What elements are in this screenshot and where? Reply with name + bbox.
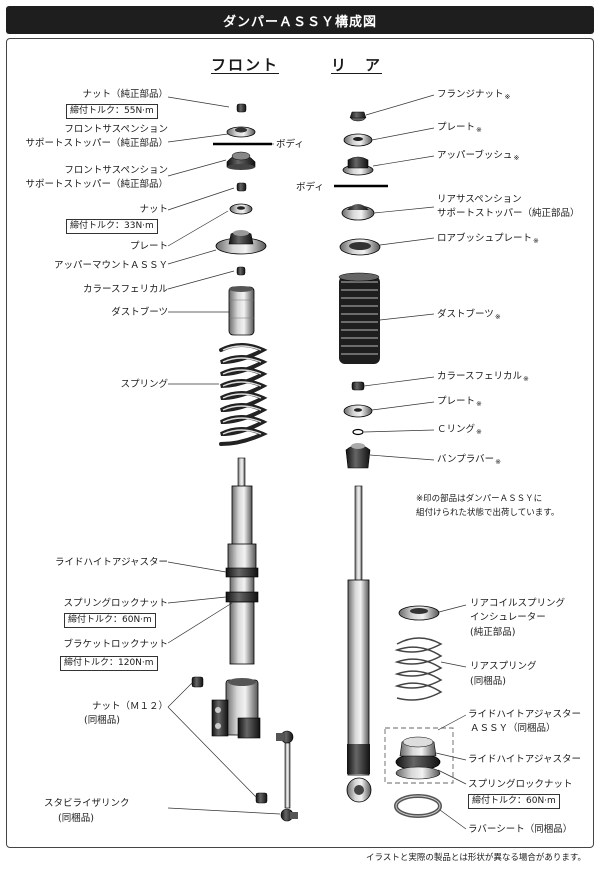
asterisk-mark: ※ [504, 93, 511, 101]
front-stopper-1 [226, 126, 256, 138]
front-spring-lock-torque: 締付トルク：60N·m [64, 613, 156, 628]
asterisk-mark: ※ [495, 458, 501, 466]
rear-ride-height-assy-label-b: ＡＳＳＹ（同梱品） [470, 723, 556, 734]
rear-heading: リ ア [331, 56, 383, 74]
front-spring [219, 343, 268, 446]
front-body-label: ボディ [276, 139, 304, 150]
rear-c-ring [352, 428, 364, 436]
rear-flange-nut [349, 111, 367, 122]
front-stab-link-label-a: スタビライザリンク [44, 798, 130, 809]
rear-collar [351, 381, 365, 391]
rear-note-line-2: 組付けられた状態で出荷しています。 [416, 508, 560, 518]
rear-dust-boot [338, 272, 380, 364]
front-plate [229, 203, 253, 215]
front-nut-top-label: ナット（純正部品） [82, 89, 168, 100]
front-plate-label: プレート [129, 241, 168, 252]
footer-disclaimer: イラストと実際の製品とは形状が異なる場合があります。 [366, 853, 586, 863]
front-damper-body [225, 457, 259, 665]
front-dust-boot-label: ダストブーツ [111, 307, 168, 318]
front-nut-m12-label-a: ナット（Ｍ１２） [91, 701, 168, 712]
title-bar: ダンパーＡＳＳＹ構成図 [6, 6, 594, 34]
rear-lower-bush-plate [339, 238, 381, 256]
front-collar [236, 266, 246, 276]
diagram-frame [6, 38, 594, 848]
rear-support-stopper-label-a: リアサスペンション [437, 194, 522, 205]
front-bracket-lock-label: ブラケットロックナット [63, 639, 168, 650]
rear-upper-bush-label: アッパーブッシュ※ [437, 150, 520, 162]
rear-dust-boot-label: ダストブーツ※ [437, 309, 501, 321]
rear-spring-label-a: リアスプリング [470, 661, 537, 672]
rear-assy-box [384, 727, 454, 784]
front-stopper1-label-b: サポートストッパー（純正部品） [25, 138, 168, 149]
rear-spring-lock-label: スプリングロックナット [468, 779, 573, 790]
front-stopper1-label-a: フロントサスペンション [64, 124, 168, 135]
front-nut-torque: 締付トルク：33N·m [66, 219, 158, 234]
front-stopper2-label-a: フロントサスペンション [64, 165, 168, 176]
front-heading: フロント [211, 56, 280, 74]
front-spring-lock-label: スプリングロックナット [63, 598, 168, 609]
front-ride-height-label: ライドハイトアジャスター [55, 557, 168, 568]
front-upper-mount [215, 230, 267, 255]
asterisk-mark: ※ [476, 400, 482, 408]
front-nut-m12-2 [255, 792, 268, 804]
asterisk-mark: ※ [476, 428, 482, 436]
rear-bump-rubber-label: バンプラバー※ [437, 454, 501, 466]
front-nut-top-torque: 締付トルク：55N·m [66, 104, 158, 119]
rear-collar-label: カラースフェリカル※ [437, 371, 529, 383]
rear-upper-bush [342, 156, 374, 176]
rear-damper-body [346, 485, 372, 803]
rear-ride-height-assy-label-a: ライドハイトアジャスター [468, 709, 581, 720]
front-stopper-2 [226, 151, 256, 170]
rear-flange-nut-label: フランジナット※ [437, 89, 511, 101]
rear-plate1-label: プレート※ [437, 122, 482, 134]
front-stopper2-label-b: サポートストッパー（純正部品） [25, 179, 168, 190]
asterisk-mark: ※ [476, 126, 482, 134]
front-spring-highlight [222, 345, 262, 435]
front-nut-top [236, 103, 247, 113]
rear-plate-2 [343, 404, 373, 418]
asterisk-mark: ※ [513, 154, 520, 162]
rear-c-ring-label: Ｃリング※ [437, 424, 482, 436]
front-spring-label: スプリング [120, 379, 168, 390]
front-bracket [211, 678, 261, 739]
front-upper-mount-label: アッパーマウントＡＳＳＹ [53, 260, 168, 271]
asterisk-mark: ※ [533, 237, 539, 245]
diagram-title: ダンパーＡＳＳＹ構成図 [222, 14, 377, 30]
front-stab-link-label-b: (同梱品) [58, 813, 94, 824]
rear-support-stopper-label-b: サポートストッパー（純正部品） [437, 208, 580, 219]
rear-body-label: ボディ [296, 182, 324, 193]
rear-lower-bush-plate-label: ロアブッシュプレート※ [437, 233, 539, 245]
rear-insulator-label-a: リアコイルスプリング [470, 598, 566, 609]
front-nut-m12-1 [191, 676, 204, 688]
rear-rubber-seat [394, 794, 442, 818]
asterisk-mark: ※ [523, 375, 529, 383]
rear-spring-label-b: (同梱品) [470, 676, 506, 687]
rear-plate-1 [343, 133, 373, 147]
rear-bump-rubber [345, 443, 371, 469]
rear-spring [394, 637, 443, 701]
rear-ride-height-adjuster [395, 736, 441, 780]
front-stab-link [276, 730, 298, 822]
rear-insulator-label-b: インシュレーター [470, 612, 546, 623]
front-nut [236, 182, 247, 192]
rear-rubber-seat-label: ラバーシート（同梱品） [468, 824, 573, 835]
rear-ride-height-label: ライドハイトアジャスター [468, 754, 581, 765]
front-nut-label: ナット [139, 204, 168, 215]
front-collar-label: カラースフェリカル [82, 284, 168, 295]
front-nut-m12-label-b: (同梱品) [84, 715, 120, 726]
rear-plate2-label: プレート※ [437, 396, 482, 408]
rear-note-line-1: ※印の部品はダンパーＡＳＳＹに [416, 494, 543, 504]
front-dust-boot [228, 286, 255, 336]
asterisk-mark: ※ [494, 313, 501, 321]
rear-insulator [398, 605, 440, 621]
rear-support-stopper [341, 204, 375, 221]
rear-spring-lock-torque: 締付トルク：60N·m [468, 794, 560, 809]
rear-insulator-label-c: (純正部品) [470, 627, 516, 638]
front-bracket-lock-torque: 締付トルク：120N·m [60, 656, 158, 671]
